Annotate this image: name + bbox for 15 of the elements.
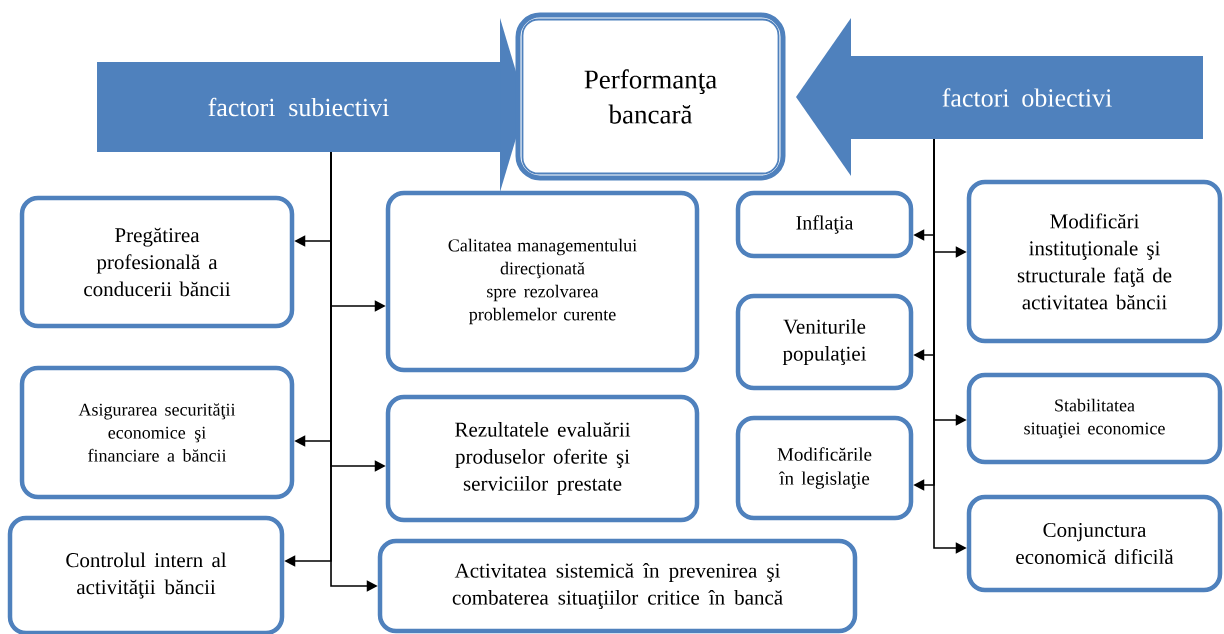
factor-box: Stabilitatea situaţiei economice [966,372,1223,465]
factor-box: Asigurarea securităţii economice şi financiare a băncii [19,365,295,500]
factor-box: Calitatea managementului direcţionată spre rezolvarea problemelor curente [385,190,700,373]
factor-box: Pregătirea profesională a conducerii băncii [19,195,295,329]
pointed-banner: factori obiectivi [796,18,1203,176]
factor-box: Conjunctura economică dificilă [966,494,1223,593]
factor-box: Veniturile populaţiei [735,293,914,391]
title-box: Performanţa bancară [515,12,786,181]
factor-box: Rezultatele evaluării produselor oferite şi serviciilor prestate [385,394,700,523]
factor-box: Modificările în legislaţie [735,415,914,521]
factor-box: Modificări instituţionale şi structurale faţă de activitatea băncii [966,179,1223,344]
factor-box: Controlul intern al activităţii băncii [7,515,285,634]
pointed-banner: factori subiectivi [97,18,526,192]
factor-box: Inflaţia [735,190,914,259]
factor-box: Activitatea sistemică în prevenirea şi combaterea situaţiilor critice în bancă [377,538,858,634]
